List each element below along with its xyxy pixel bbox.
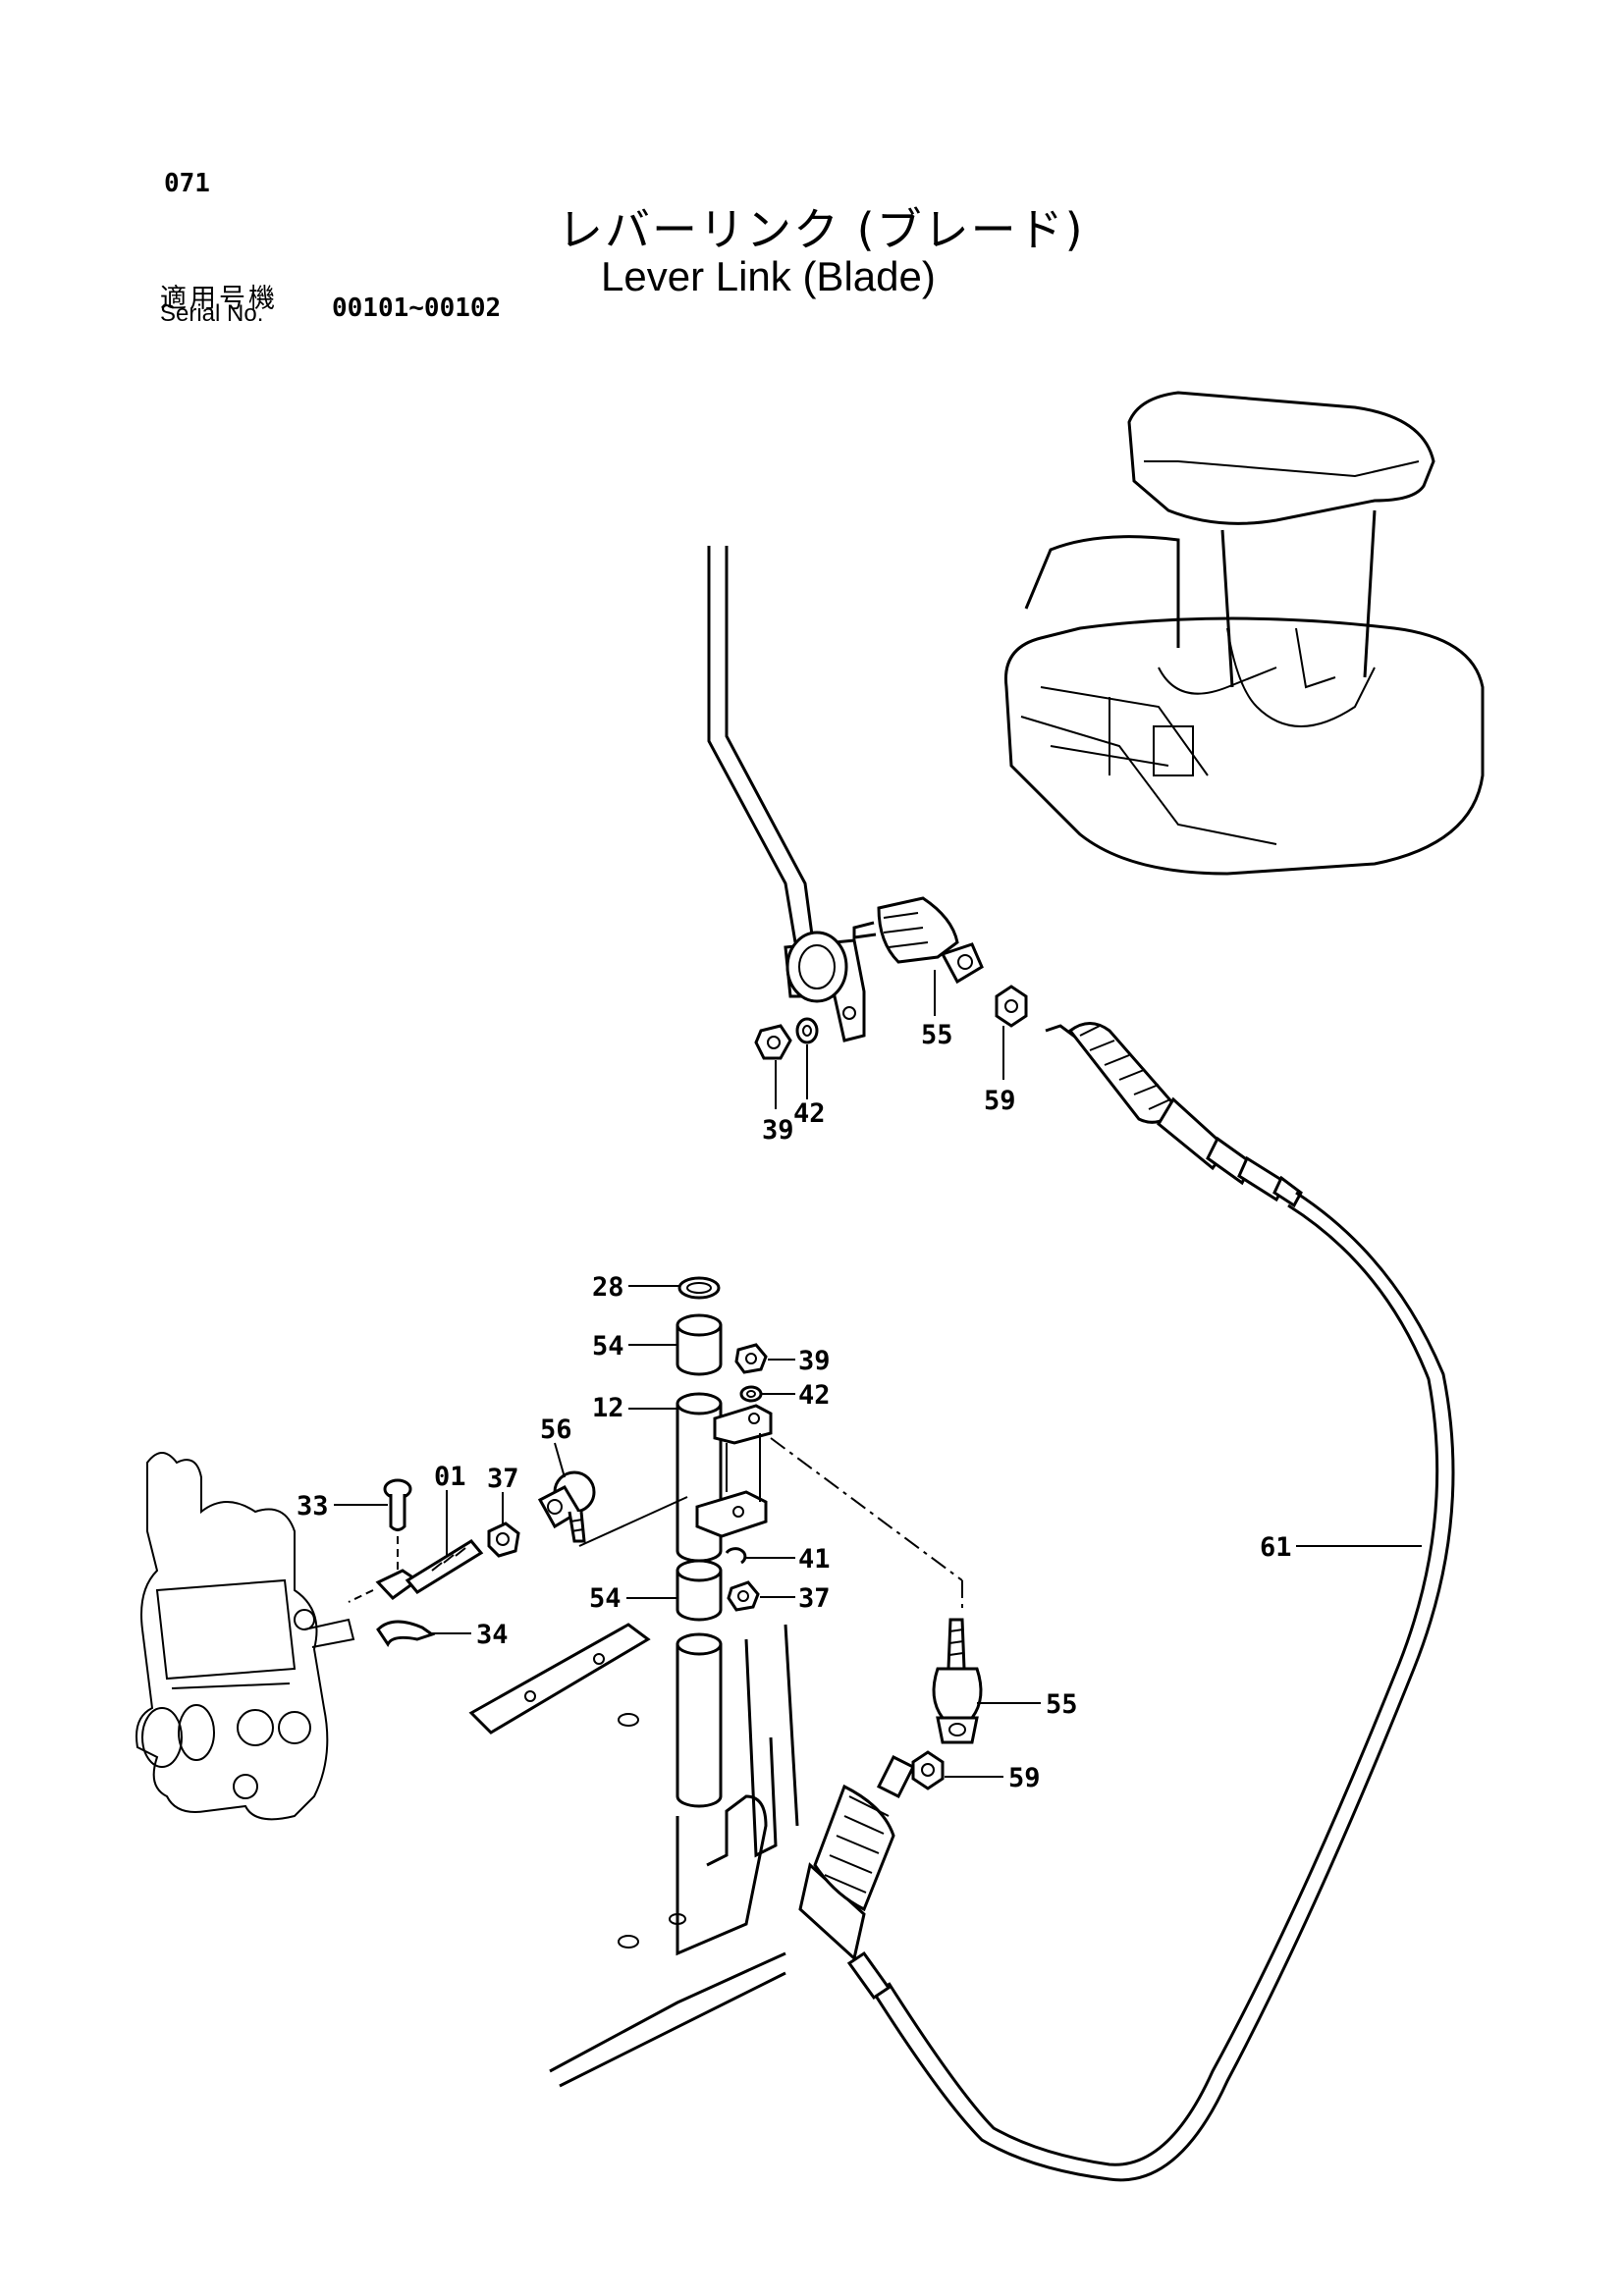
snap-ring-28 [677, 1276, 721, 1300]
title-english: Lever Link (Blade) [601, 253, 936, 299]
clip-34 [376, 1620, 436, 1647]
rod-01 [375, 1539, 484, 1600]
callout-39-right: 39 [798, 1346, 831, 1376]
callout-41: 41 [798, 1544, 831, 1575]
nut-39-right [734, 1343, 768, 1374]
nut-59-lower [911, 1750, 945, 1790]
page-number: 071 [164, 169, 210, 198]
bushing-54-lower [676, 1559, 723, 1622]
callout-61: 61 [1260, 1532, 1292, 1563]
nut-37-right [727, 1580, 760, 1612]
callout-54-lower: 54 [589, 1583, 622, 1614]
washer-41 [725, 1547, 747, 1565]
nut-37-left [487, 1522, 520, 1558]
callout-34: 34 [476, 1620, 509, 1650]
callout-55-lower: 55 [1046, 1689, 1078, 1720]
washer-42-right [739, 1385, 763, 1403]
ball-joint-55-lower [932, 1618, 983, 1744]
bushing-54-upper [676, 1313, 723, 1376]
callout-33: 33 [297, 1491, 329, 1522]
pin-33 [383, 1478, 412, 1531]
serial-label-english: Serial No. [160, 300, 264, 327]
callout-42-right: 42 [798, 1380, 831, 1411]
callout-37-left: 37 [487, 1464, 519, 1494]
callout-28: 28 [592, 1272, 624, 1303]
title-japanese: レバーリンク (ブレード) [558, 203, 1085, 256]
nut-39-upper [754, 1024, 792, 1060]
machine-overview-illustration [1003, 391, 1485, 876]
control-cable-61 [798, 1022, 1455, 2182]
washer-42-upper [795, 1017, 819, 1044]
callout-59-upper: 59 [984, 1086, 1016, 1116]
serial-label-japanese: 適用号機 [160, 284, 278, 314]
callout-56: 56 [540, 1415, 572, 1445]
control-valve-illustration [135, 1452, 355, 1821]
callout-12: 12 [592, 1393, 624, 1423]
callout-55-upper: 55 [921, 1020, 953, 1050]
callout-54-upper: 54 [592, 1331, 624, 1362]
callout-01: 01 [434, 1462, 466, 1492]
ball-joint-56 [537, 1470, 596, 1543]
ball-joint-55-upper [852, 896, 984, 985]
callout-37-right: 37 [798, 1583, 831, 1614]
lever-rod-illustration [707, 546, 866, 1042]
callout-42-upper: 42 [793, 1098, 826, 1129]
nut-59-upper [995, 985, 1028, 1028]
frame-plate [468, 1623, 799, 2088]
link-arm [695, 1404, 773, 1538]
callout-59-lower: 59 [1008, 1763, 1041, 1793]
serial-range: 00101~00102 [332, 294, 502, 323]
callout-39-upper: 39 [762, 1115, 794, 1146]
